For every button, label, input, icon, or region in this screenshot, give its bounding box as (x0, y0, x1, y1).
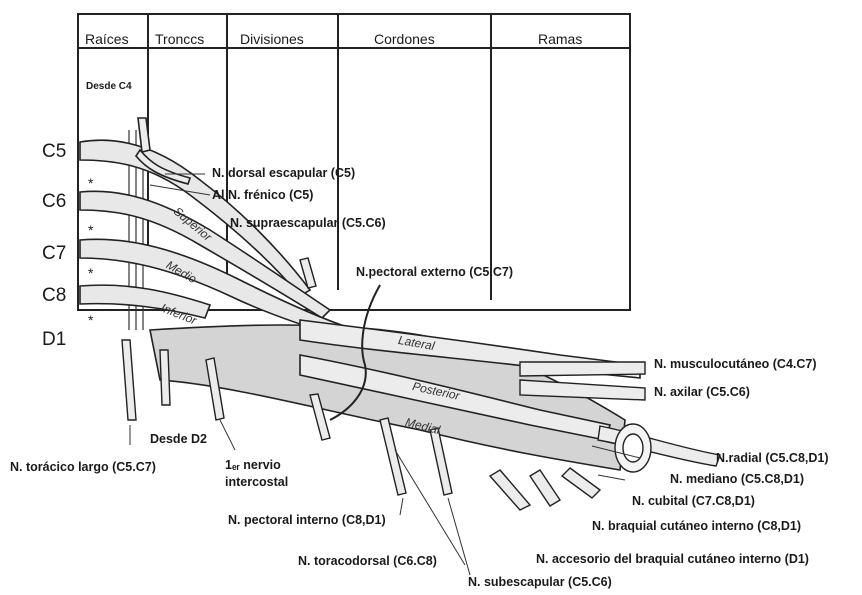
label-cubital: N. cubital (C7.C8,D1) (632, 495, 755, 508)
label-axilar: N. axilar (C5.C6) (654, 386, 750, 399)
header-raices: Raíces (85, 32, 129, 46)
root-c8: C8 (42, 286, 66, 305)
label-desde-d2: Desde D2 (150, 433, 207, 446)
label-radial: N.radial (C5.C8,D1) (716, 452, 829, 465)
label-mediano: N. mediano (C5.C8,D1) (670, 473, 804, 486)
label-frenico: Al N. frénico (C5) (212, 189, 313, 202)
label-musculocutaneo: N. musculocutáneo (C4.C7) (654, 358, 817, 371)
label-intercostal-line1: 1ₑᵣ nervio (225, 459, 281, 472)
label-toracico-largo: N. torácico largo (C5.C7) (10, 461, 156, 474)
svg-text:*: * (88, 222, 94, 238)
root-c5: C5 (42, 142, 66, 161)
label-pectoral-externo: N.pectoral externo (C5.C7) (356, 266, 513, 279)
svg-text:*: * (88, 265, 94, 281)
root-d1: D1 (42, 330, 66, 349)
label-braquial-cutaneo-interno: N. braquial cutáneo interno (C8,D1) (592, 520, 801, 533)
svg-text:*: * (88, 312, 94, 328)
label-pectoral-interno: N. pectoral interno (C8,D1) (228, 514, 386, 527)
label-supraescapular: N. supraescapular (C5.C6) (230, 217, 386, 230)
header-divisiones: Divisiones (240, 32, 304, 46)
root-c7: C7 (42, 244, 66, 263)
header-troncos: Tronccs (155, 32, 204, 46)
label-subescapular: N. subescapular (C5.C6) (468, 576, 612, 589)
label-toracodorsal: N. toracodorsal (C6.C8) (298, 555, 437, 568)
header-ramas: Ramas (538, 32, 582, 46)
label-accesorio-braquial: N. accesorio del braquial cutáneo intern… (536, 553, 809, 566)
label-intercostal-line2: intercostal (225, 476, 288, 489)
root-c6: C6 (42, 192, 66, 211)
svg-text:*: * (88, 175, 94, 191)
desde-c4-label: Desde C4 (86, 82, 132, 92)
header-cordones: Cordones (374, 32, 435, 46)
label-dorsal-escapular: N. dorsal escapular (C5) (212, 167, 355, 180)
